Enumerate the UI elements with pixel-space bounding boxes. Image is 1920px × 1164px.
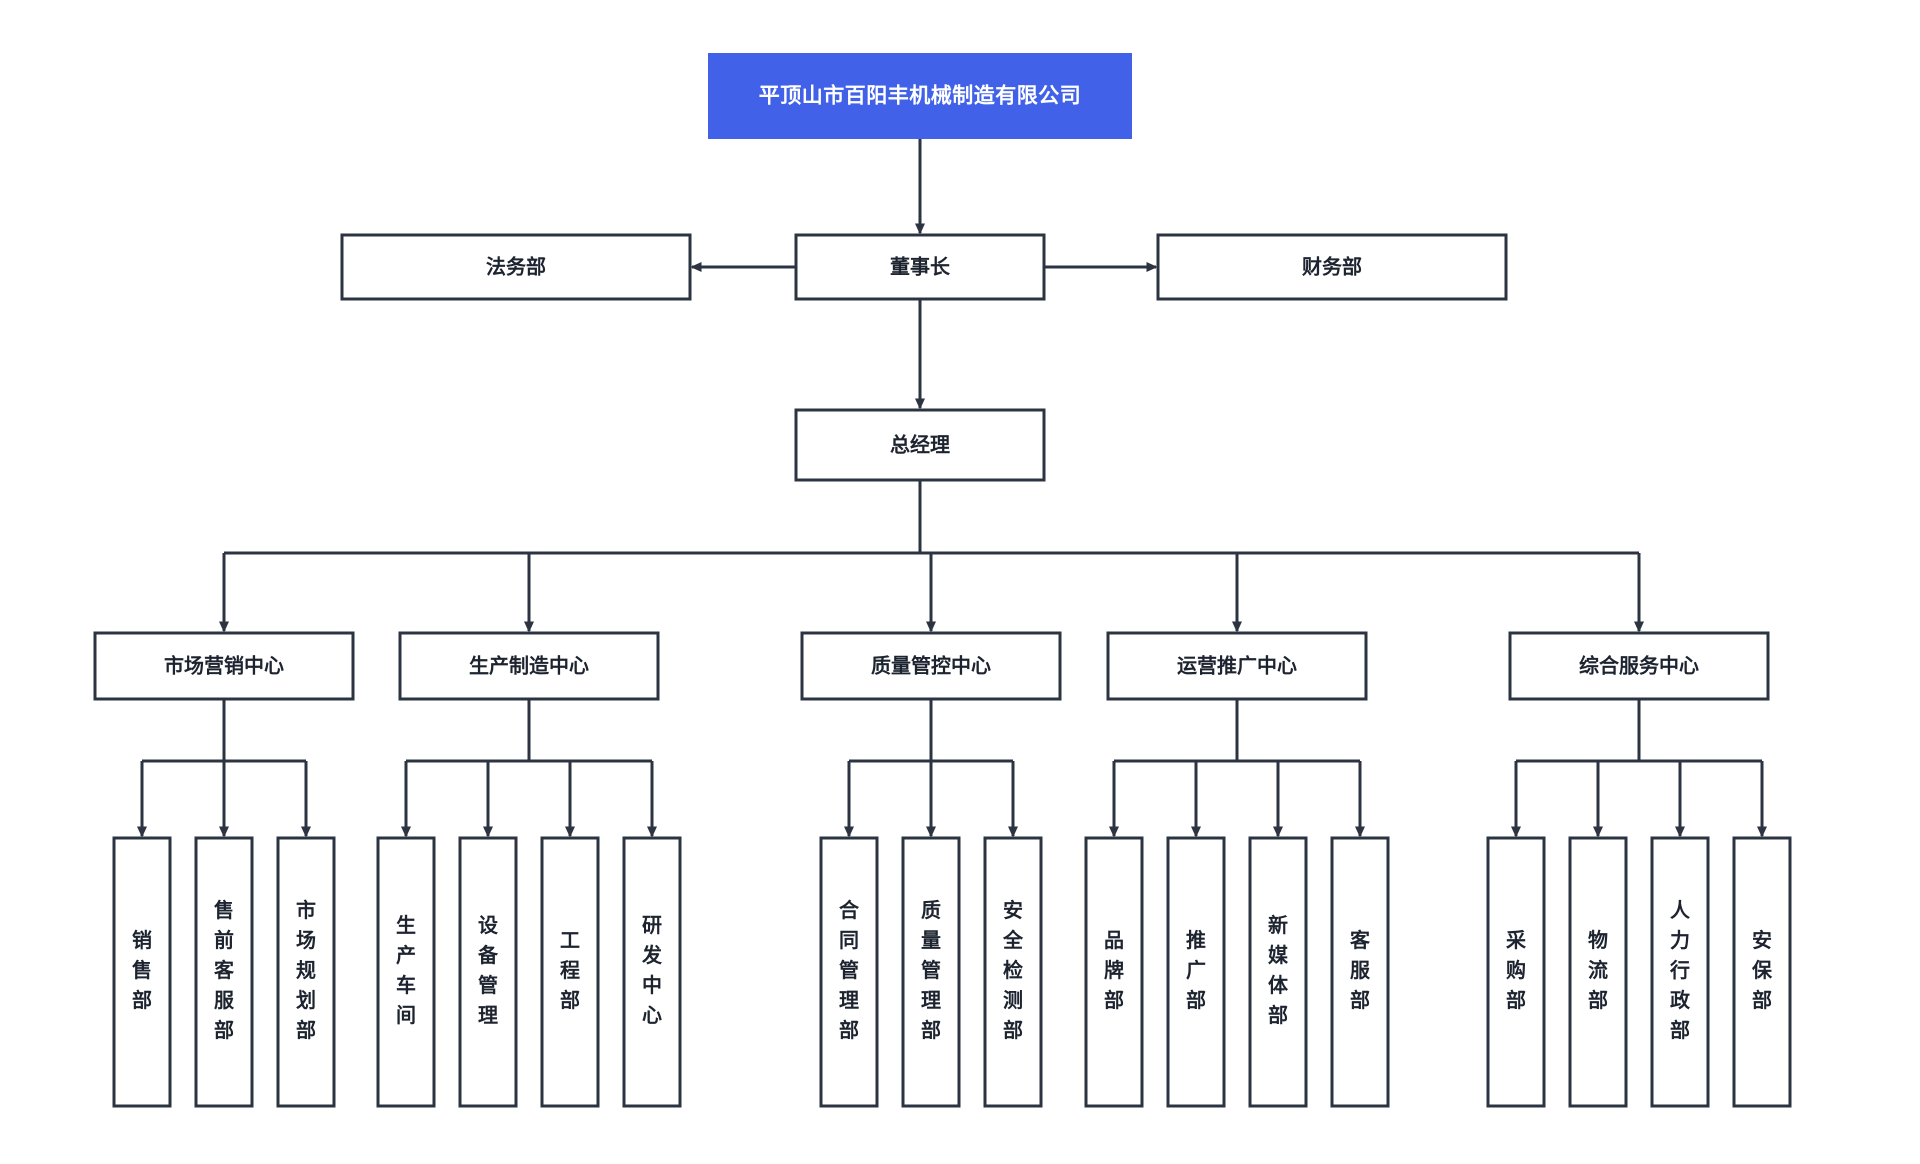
node-dept-2-3-label: 工程部: [560, 930, 580, 1012]
node-general-manager-rect: [794, 408, 1046, 482]
node-dept-4-3-rect: [1248, 836, 1308, 1108]
node-center-5[interactable]: 综合服务中心: [1508, 631, 1770, 701]
node-dept-2-2-label: 设备管理: [477, 914, 499, 1027]
node-dept-4-2[interactable]: 推广部: [1166, 836, 1226, 1108]
node-dept-2-1-label: 生产车间: [396, 914, 416, 1027]
node-dept-2-4-label: 研发中心: [641, 915, 663, 1027]
node-dept-2-2-rect: [458, 836, 518, 1108]
node-dept-5-2-rect: [1568, 836, 1628, 1108]
node-dept-1-1[interactable]: 销售部: [112, 836, 172, 1108]
node-chairman[interactable]: 董事长: [794, 233, 1046, 301]
node-root-rect: [708, 53, 1132, 139]
node-dept-4-3-label: 新媒体部: [1268, 913, 1289, 1027]
node-center-2[interactable]: 生产制造中心: [398, 631, 660, 701]
node-center-1-rect: [93, 631, 355, 701]
node-dept-5-1[interactable]: 采购部: [1486, 836, 1546, 1108]
node-root-label: 平顶山市百阳丰机械制造有限公司: [759, 84, 1082, 108]
node-dept-1-2-rect: [194, 836, 254, 1108]
node-dept-1-3[interactable]: 市场规划部: [276, 836, 336, 1108]
node-finance-department-label: 财务部: [1302, 254, 1362, 278]
node-finance-department[interactable]: 财务部: [1156, 233, 1508, 301]
node-dept-5-2[interactable]: 物流部: [1568, 836, 1628, 1108]
node-center-2-rect: [398, 631, 660, 701]
node-dept-1-2-label: 售前客服部: [213, 898, 235, 1042]
node-center-4-label: 运营推广中心: [1177, 653, 1297, 677]
node-center-3-label: 质量管控中心: [871, 653, 991, 677]
node-dept-4-4-label: 客服部: [1349, 928, 1371, 1012]
node-dept-3-3-rect: [983, 836, 1043, 1108]
node-dept-5-2-label: 物流部: [1588, 928, 1608, 1012]
node-center-3-rect: [800, 631, 1062, 701]
node-dept-4-4[interactable]: 客服部: [1330, 836, 1390, 1108]
node-dept-5-3[interactable]: 人力行政部: [1650, 836, 1710, 1108]
node-center-1[interactable]: 市场营销中心: [93, 631, 355, 701]
node-legal-department-label: 法务部: [486, 254, 546, 278]
node-dept-3-2-rect: [901, 836, 961, 1108]
node-dept-2-3[interactable]: 工程部: [540, 836, 600, 1108]
node-dept-5-1-label: 采购部: [1506, 929, 1526, 1012]
node-legal-department-rect: [340, 233, 692, 301]
node-dept-4-2-label: 推广部: [1186, 928, 1206, 1012]
node-dept-1-3-label: 市场规划部: [296, 898, 316, 1042]
node-dept-4-1[interactable]: 品牌部: [1084, 836, 1144, 1108]
node-dept-3-2-label: 质量管理部: [921, 899, 941, 1042]
node-dept-3-1-rect: [819, 836, 879, 1108]
node-dept-3-3-label: 安全检测部: [1002, 898, 1024, 1042]
node-dept-1-1-label: 销售部: [132, 928, 152, 1012]
node-dept-2-4[interactable]: 研发中心: [622, 836, 682, 1108]
node-general-manager-label: 总经理: [890, 432, 950, 456]
node-center-1-label: 市场营销中心: [164, 653, 284, 677]
node-general-manager[interactable]: 总经理: [794, 408, 1046, 482]
node-dept-4-1-rect: [1084, 836, 1144, 1108]
node-center-4-rect: [1106, 631, 1368, 701]
node-root[interactable]: 平顶山市百阳丰机械制造有限公司: [708, 53, 1132, 139]
node-center-3[interactable]: 质量管控中心: [800, 631, 1062, 701]
node-dept-2-3-rect: [540, 836, 600, 1108]
node-dept-5-4-label: 安保部: [1751, 928, 1773, 1012]
node-dept-4-3[interactable]: 新媒体部: [1248, 836, 1308, 1108]
node-dept-1-1-rect: [112, 836, 172, 1108]
node-dept-3-1-label: 合同管理部: [839, 898, 860, 1042]
node-dept-1-2[interactable]: 售前客服部: [194, 836, 254, 1108]
node-center-2-label: 生产制造中心: [469, 653, 589, 677]
node-dept-4-1-label: 品牌部: [1104, 929, 1124, 1012]
node-center-4[interactable]: 运营推广中心: [1106, 631, 1368, 701]
node-dept-4-2-rect: [1166, 836, 1226, 1108]
node-dept-5-3-rect: [1650, 836, 1710, 1108]
node-dept-3-3[interactable]: 安全检测部: [983, 836, 1043, 1108]
connector-lines: [137, 139, 1767, 838]
node-center-5-label: 综合服务中心: [1579, 653, 1699, 677]
node-finance-department-rect: [1156, 233, 1508, 301]
node-dept-5-3-label: 人力行政部: [1669, 899, 1691, 1042]
node-dept-2-1[interactable]: 生产车间: [376, 836, 436, 1108]
node-dept-1-3-rect: [276, 836, 336, 1108]
node-chairman-rect: [794, 233, 1046, 301]
node-dept-5-4[interactable]: 安保部: [1732, 836, 1792, 1108]
node-chairman-label: 董事长: [890, 254, 951, 278]
node-dept-4-4-rect: [1330, 836, 1390, 1108]
node-dept-2-1-rect: [376, 836, 436, 1108]
node-center-5-rect: [1508, 631, 1770, 701]
node-dept-5-4-rect: [1732, 836, 1792, 1108]
node-dept-2-4-rect: [622, 836, 682, 1108]
node-dept-5-1-rect: [1486, 836, 1546, 1108]
node-legal-department[interactable]: 法务部: [340, 233, 692, 301]
node-dept-3-1[interactable]: 合同管理部: [819, 836, 879, 1108]
node-dept-2-2[interactable]: 设备管理: [458, 836, 518, 1108]
node-dept-3-2[interactable]: 质量管理部: [901, 836, 961, 1108]
